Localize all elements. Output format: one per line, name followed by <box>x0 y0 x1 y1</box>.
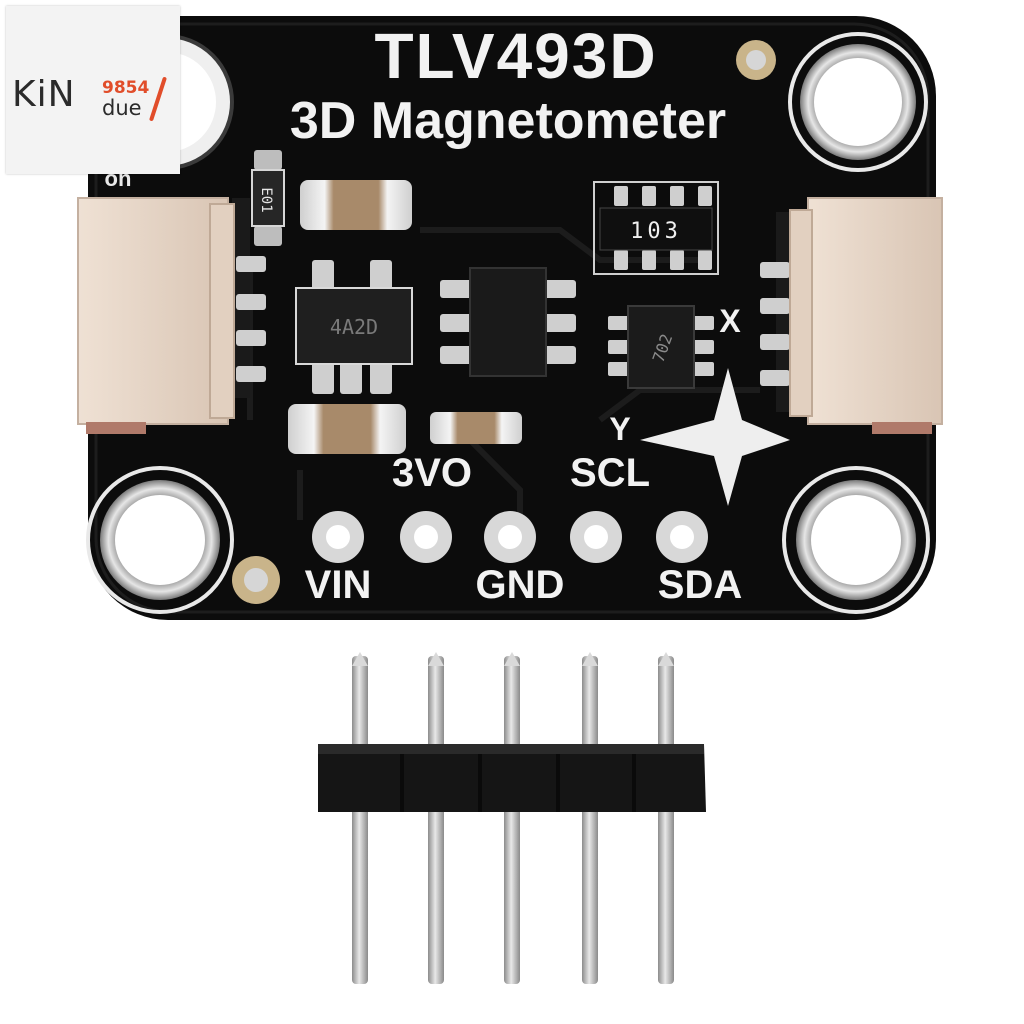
voltage-regulator <box>295 260 413 394</box>
pin-pad <box>400 511 452 563</box>
pin-pads <box>312 511 708 563</box>
pin-pad <box>656 511 708 563</box>
magnetometer-chip <box>608 305 714 389</box>
board-title: TLV493D <box>374 20 657 92</box>
mounting-hole-bottom-left <box>86 466 234 614</box>
shop-watermark: KiN 9854 due <box>6 6 180 174</box>
connector-left <box>77 197 266 434</box>
regulator-marking: 4A2D <box>330 315 378 339</box>
pin-label-vin: VIN <box>305 563 372 607</box>
watermark-number: 9854 <box>102 78 150 98</box>
capacitor-bottom-center <box>430 412 522 444</box>
capacitor-top <box>300 180 412 230</box>
connector-right <box>760 197 943 434</box>
watermark-main-text: KiN <box>12 74 76 115</box>
resistor-array <box>593 181 719 275</box>
watermark-slash-mark <box>148 76 168 122</box>
header-pin <box>658 652 674 984</box>
axis-x-label: X <box>719 303 741 339</box>
pin-label-scl: SCL <box>570 451 650 495</box>
board-subtitle: 3D Magnetometer <box>290 92 726 150</box>
capacitor-bottom-left <box>288 404 406 454</box>
pin-label-3vo: 3VO <box>392 451 472 495</box>
watermark-sub-text: due <box>102 96 142 120</box>
pin-pad <box>312 511 364 563</box>
level-shifter-chip <box>440 267 576 377</box>
pin-pad <box>484 511 536 563</box>
axis-y-label: Y <box>609 411 630 447</box>
header-pin <box>352 652 368 984</box>
pin-header <box>318 652 706 984</box>
mounting-hole-top-right <box>788 32 928 172</box>
fiducial-top <box>736 40 776 80</box>
pin-pad <box>570 511 622 563</box>
pin-label-sda: SDA <box>658 563 742 607</box>
led-component <box>251 150 285 246</box>
header-pin <box>428 652 444 984</box>
mounting-hole-bottom-right <box>782 466 930 614</box>
pin-label-gnd: GND <box>476 563 565 607</box>
axis-orientation-symbol <box>640 368 790 506</box>
header-pin <box>582 652 598 984</box>
led-marking: E01 <box>258 187 274 212</box>
header-pin <box>504 652 520 984</box>
resistor-array-marking: 103 <box>630 219 682 244</box>
fiducial-bottom <box>232 556 280 604</box>
